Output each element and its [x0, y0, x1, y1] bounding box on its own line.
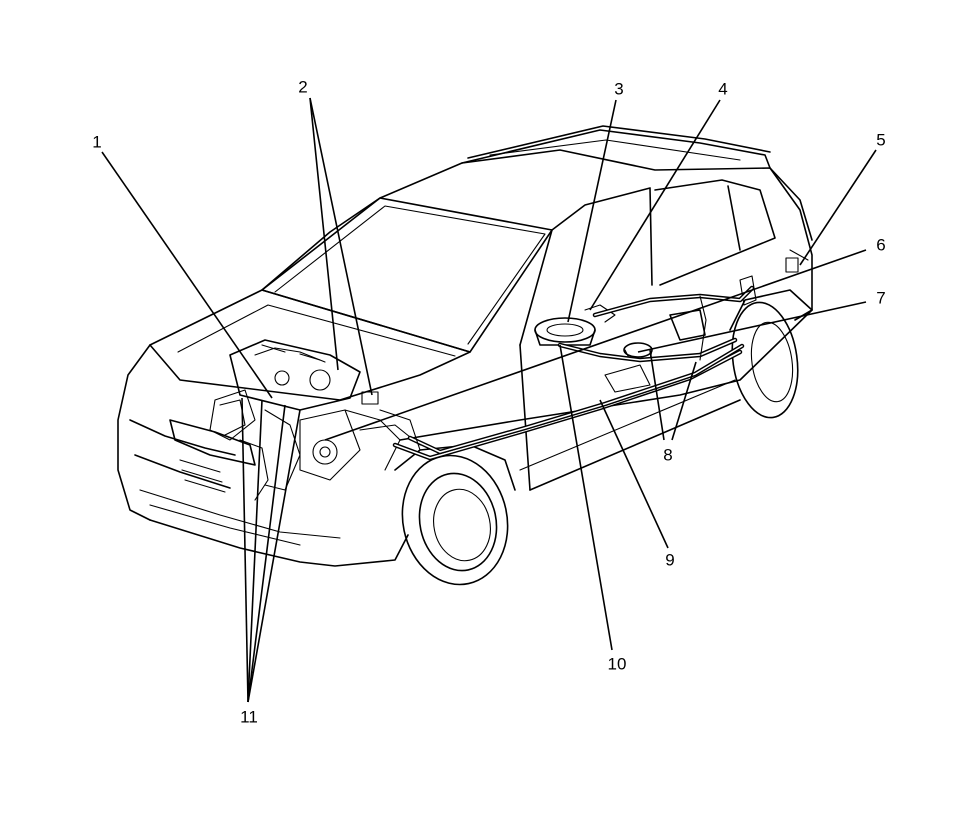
leader-6 [324, 249, 867, 441]
leader-4 [589, 99, 721, 311]
leader-lines [101, 97, 877, 703]
leader-5 [799, 149, 877, 266]
pipe-routing [379, 285, 755, 461]
leader-1 [101, 151, 273, 399]
callout-3: 3 [614, 80, 623, 99]
leader-2a [309, 97, 339, 371]
leader-11a [241, 397, 249, 703]
callout-2: 2 [298, 78, 307, 97]
callout-11: 11 [240, 708, 258, 727]
vehicle-illustration [117, 125, 813, 586]
callout-6: 6 [876, 236, 885, 255]
callout-10: 10 [608, 655, 627, 674]
callout-5: 5 [876, 131, 885, 150]
leader-8b [671, 361, 697, 441]
callout-4: 4 [718, 80, 727, 99]
leader-8a [649, 349, 665, 441]
leader-11b [247, 399, 263, 703]
leader-11c [247, 404, 286, 703]
callout-1: 1 [92, 133, 101, 152]
leader-10 [559, 344, 613, 651]
leader-3 [567, 99, 617, 323]
leader-7 [637, 301, 867, 353]
callout-labels: 1 2 3 4 5 6 7 8 9 10 11 [92, 78, 885, 727]
leader-11d [247, 409, 301, 703]
callout-9: 9 [665, 551, 674, 570]
leader-9 [599, 399, 669, 549]
callout-7: 7 [876, 289, 885, 308]
engine-illustration [209, 339, 421, 501]
leader-2b [309, 97, 373, 396]
callout-8: 8 [663, 446, 672, 465]
